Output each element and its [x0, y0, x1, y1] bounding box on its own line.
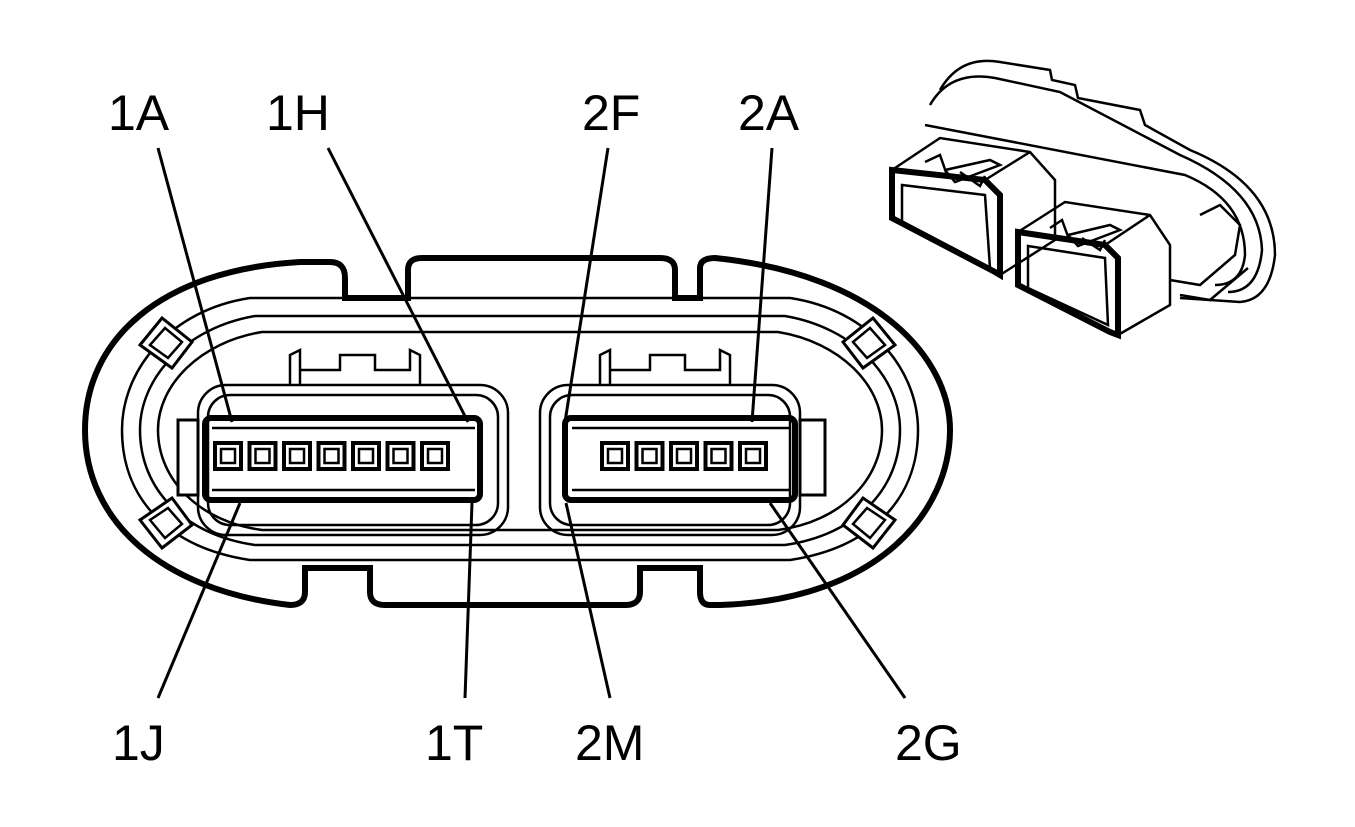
connector-1-cavity-inner [323, 447, 340, 465]
right-latch-tab [598, 347, 732, 385]
left-latch-tab [288, 347, 422, 385]
connector-2-right-key [798, 418, 827, 497]
label-1t: 1T [425, 715, 483, 771]
connector-2-cavity-inner [744, 447, 762, 465]
connector-2-cavity-inner [606, 447, 624, 465]
connector-1-cavity [213, 441, 243, 471]
pin-labels: 1A 1H 2F 2A 1J 1T 2M 2G [108, 85, 962, 771]
leader-2a [750, 147, 774, 423]
left-upper-clip [137, 315, 195, 371]
label-2a: 2A [738, 85, 800, 141]
leader-2g [768, 502, 907, 699]
connector-2-cavity-inner [710, 447, 727, 465]
connector-2-inner-frame [548, 393, 792, 527]
connector-1-cavity [385, 441, 416, 471]
connector-1-cavity [316, 441, 347, 471]
connector-inner-ring-1 [120, 296, 920, 562]
connector-2-cavity-inner [641, 447, 658, 465]
connector-1-cavity-inner [254, 447, 271, 465]
connector-inner-ring-3 [156, 330, 884, 532]
connector-2-cavity [738, 441, 768, 471]
connector-3d-icon [889, 59, 1277, 340]
leader-lines [156, 147, 907, 699]
connector-2-cavity [703, 441, 734, 471]
right-upper-clip [840, 315, 898, 371]
connector-1-cavity [282, 441, 312, 471]
left-lower-clip [137, 495, 195, 551]
connector-2-cavity-inner [675, 447, 693, 465]
label-2m: 2M [575, 715, 644, 771]
connector-1-cavity-inner [426, 447, 444, 465]
connector-1-cavity [247, 441, 278, 471]
leader-1t [463, 502, 474, 699]
label-1j: 1J [112, 715, 165, 771]
right-lower-clip [840, 495, 898, 551]
label-2g: 2G [895, 715, 962, 771]
connector-2-cavities [600, 441, 768, 471]
leader-2m [564, 502, 612, 699]
connector-2-cavity [634, 441, 665, 471]
leader-2f [563, 147, 610, 423]
connector-inner-ring-2 [138, 314, 902, 547]
connector-2-housing [538, 383, 827, 537]
connector-1-cavity-inner [288, 447, 306, 465]
connector-face [81, 254, 954, 609]
label-1h: 1H [266, 85, 330, 141]
leader-1j [156, 502, 242, 699]
connector-outer-shell [81, 254, 954, 609]
connector-2-cavity [600, 441, 630, 471]
connector-1-cavity-inner [357, 447, 375, 465]
connector-1-left-key [176, 418, 200, 497]
label-2f: 2F [582, 85, 640, 141]
connector-2-cavity [669, 441, 699, 471]
connector-1-cavity-inner [392, 447, 409, 465]
leader-1h [326, 147, 470, 423]
connector-2-insert [562, 415, 798, 503]
connector-1-cavities [213, 441, 450, 471]
connector-1-housing [176, 383, 510, 537]
connector-1-cavity [420, 441, 450, 471]
connector-1-insert [202, 415, 483, 503]
label-1a: 1A [108, 85, 170, 141]
connector-1-cavity [351, 441, 381, 471]
connector-1-cavity-inner [219, 447, 237, 465]
leader-1a [156, 147, 234, 423]
